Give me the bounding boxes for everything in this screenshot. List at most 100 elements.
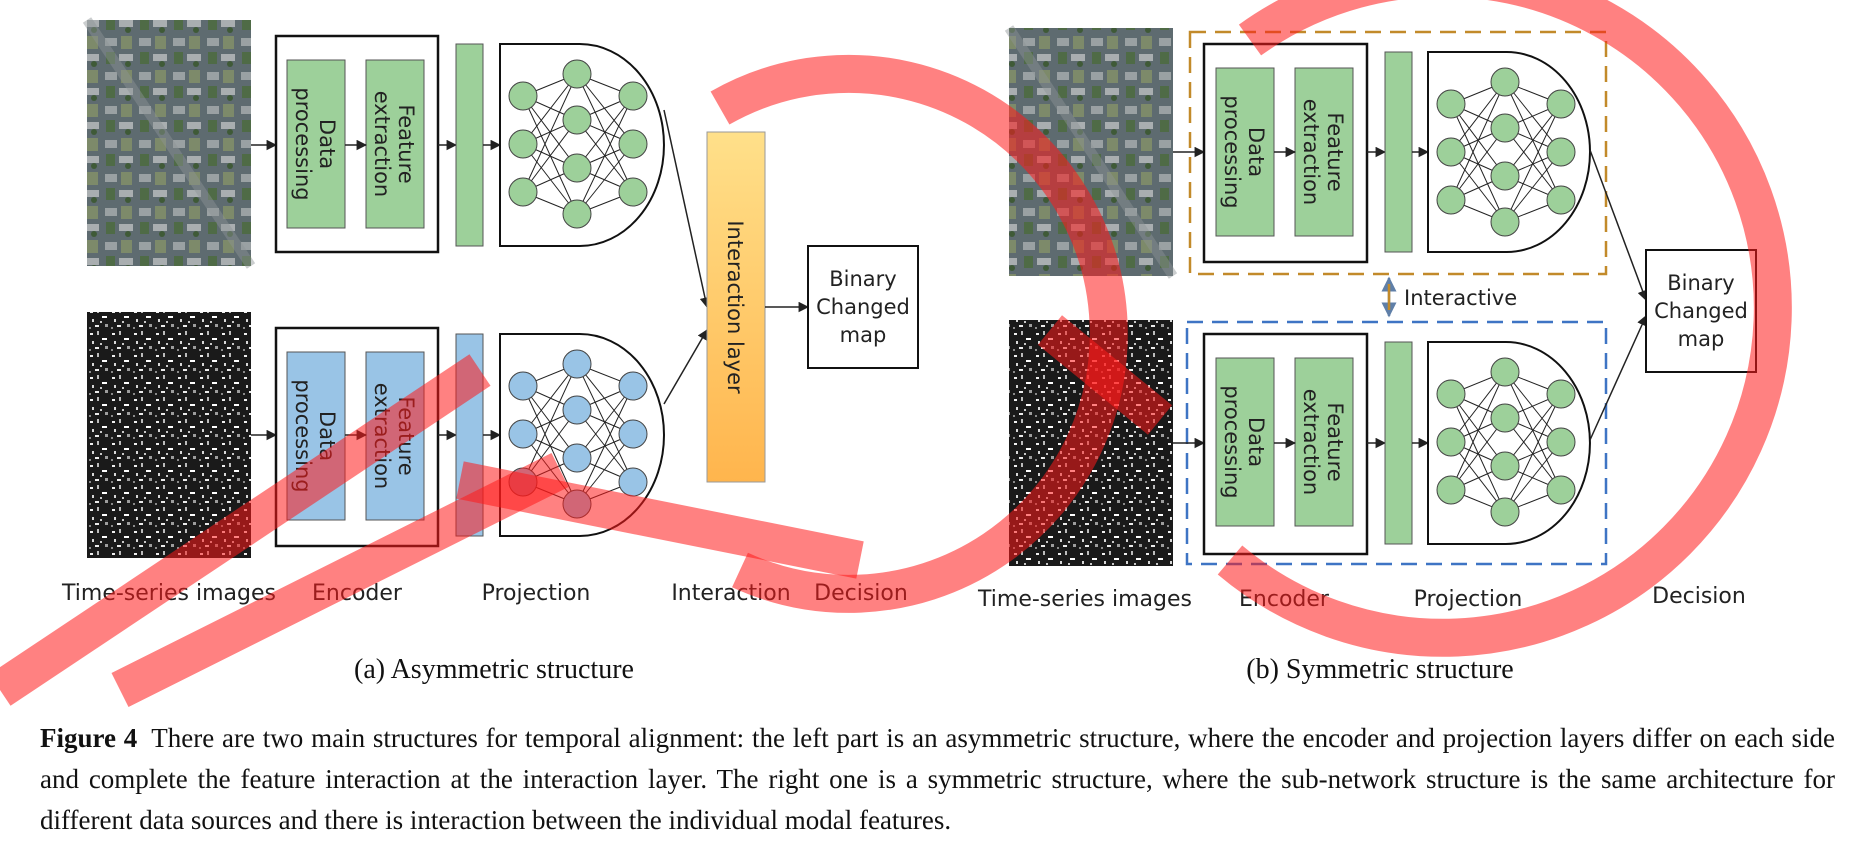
- network-node: [562, 153, 592, 183]
- network-edge: [1504, 371, 1562, 443]
- optical-image: [87, 20, 251, 266]
- network-edge: [1504, 441, 1562, 513]
- network-node: [508, 419, 538, 449]
- network-edge: [1450, 371, 1506, 443]
- network-edge: [1450, 81, 1506, 201]
- network-node: [618, 467, 648, 497]
- interaction-layer: [706, 131, 766, 483]
- network-node: [1546, 89, 1576, 119]
- network-node: [508, 129, 538, 159]
- column-label: Decision: [1652, 584, 1746, 609]
- network-edge: [576, 143, 634, 215]
- feature-extraction-label: Feature: [394, 104, 418, 183]
- accepted-watermark: [0, 0, 1792, 707]
- binary-map-line-2: Changed: [1654, 299, 1748, 323]
- network-node: [1490, 497, 1520, 527]
- network-node: [618, 129, 648, 159]
- sar-image: [87, 312, 251, 558]
- binary-map-line-1: Binary: [1667, 271, 1734, 295]
- projection-bar: [1384, 51, 1413, 253]
- subfigure-title: (b) Symmetric structure: [1246, 654, 1513, 685]
- figure-label: Figure 4: [40, 723, 138, 753]
- network-edge: [1504, 393, 1562, 467]
- network-edge: [576, 95, 634, 215]
- data-processing-label: Data: [1244, 417, 1268, 467]
- binary-map-line-2: Changed: [816, 295, 910, 319]
- network-edge: [1450, 417, 1506, 491]
- network-node: [562, 59, 592, 89]
- network-edge: [576, 73, 634, 193]
- network-node: [1490, 403, 1520, 433]
- network-edge: [1450, 103, 1506, 223]
- network-node: [562, 199, 592, 229]
- network-node: [1490, 113, 1520, 143]
- network-node: [618, 81, 648, 111]
- network-node: [1436, 185, 1466, 215]
- network-edge: [1504, 81, 1562, 201]
- network-edge: [576, 73, 634, 145]
- feature-extraction-block: [1294, 67, 1354, 237]
- network-node: [1546, 379, 1576, 409]
- network-node: [1490, 67, 1520, 97]
- network-edge: [522, 363, 578, 435]
- feature-extraction-label-2: extraction: [1299, 389, 1323, 496]
- network-edge: [576, 363, 634, 435]
- data-processing-label-2: processing: [291, 87, 315, 200]
- network-node: [1436, 427, 1466, 457]
- network-edge: [576, 385, 634, 459]
- binary-changed-map-box: [1645, 249, 1757, 373]
- network-node: [562, 105, 592, 135]
- feature-extraction-label-2: extraction: [370, 91, 394, 198]
- interactive-label: Interactive: [1404, 286, 1517, 310]
- diagram-canvas: Data processing Feature extraction Data …: [0, 0, 1792, 707]
- network-edge: [1450, 441, 1506, 513]
- feature-extraction-label: Feature: [1323, 402, 1347, 481]
- network-node: [618, 177, 648, 207]
- network-node: [562, 395, 592, 425]
- network-node: [1436, 89, 1466, 119]
- network-node: [1490, 357, 1520, 387]
- network-edge: [522, 119, 578, 193]
- network-node: [1546, 427, 1576, 457]
- network-node: [508, 371, 538, 401]
- data-processing-block: [1215, 67, 1275, 237]
- network-edge: [1450, 127, 1506, 201]
- binary-map-line-1: Binary: [829, 267, 896, 291]
- data-processing-label: Data: [1244, 127, 1268, 177]
- network-node: [562, 349, 592, 379]
- network-edge: [522, 143, 578, 215]
- network-edge: [1504, 393, 1562, 513]
- network-node: [1436, 379, 1466, 409]
- neural-network: [499, 43, 665, 247]
- network-edge: [1450, 393, 1506, 513]
- feature-extraction-block: [365, 59, 425, 229]
- subfigure-title: (a) Asymmetric structure: [354, 654, 634, 685]
- network-edge: [576, 363, 634, 483]
- network-node: [1490, 451, 1520, 481]
- network-node: [618, 419, 648, 449]
- binary-map-line-3: map: [1678, 327, 1725, 351]
- projection-bar: [455, 43, 484, 247]
- network-edge: [1504, 151, 1562, 223]
- network-node: [1436, 475, 1466, 505]
- network-edge: [522, 95, 578, 215]
- data-processing-label-2: processing: [1220, 385, 1244, 498]
- subnetwork-frame: [1188, 30, 1608, 276]
- interaction-layer-label: Interaction layer: [723, 220, 747, 394]
- network-edge: [576, 385, 634, 505]
- feature-extraction-label: Feature: [1323, 112, 1347, 191]
- network-edge: [1504, 81, 1562, 153]
- network-edge: [576, 95, 634, 169]
- network-node: [1436, 137, 1466, 167]
- binary-map-line-3: map: [840, 323, 887, 347]
- neural-network: [1427, 341, 1591, 545]
- network-edge: [522, 73, 578, 193]
- network-edge: [1504, 371, 1562, 491]
- caption-text: There are two main structures for tempor…: [40, 723, 1835, 835]
- column-label: Projection: [482, 581, 591, 606]
- data-processing-label: Data: [315, 119, 339, 169]
- symmetric-structure: Data processing Feature extraction Inter…: [977, 25, 1757, 685]
- network-edge: [522, 73, 578, 145]
- projection-bar: [1384, 341, 1413, 545]
